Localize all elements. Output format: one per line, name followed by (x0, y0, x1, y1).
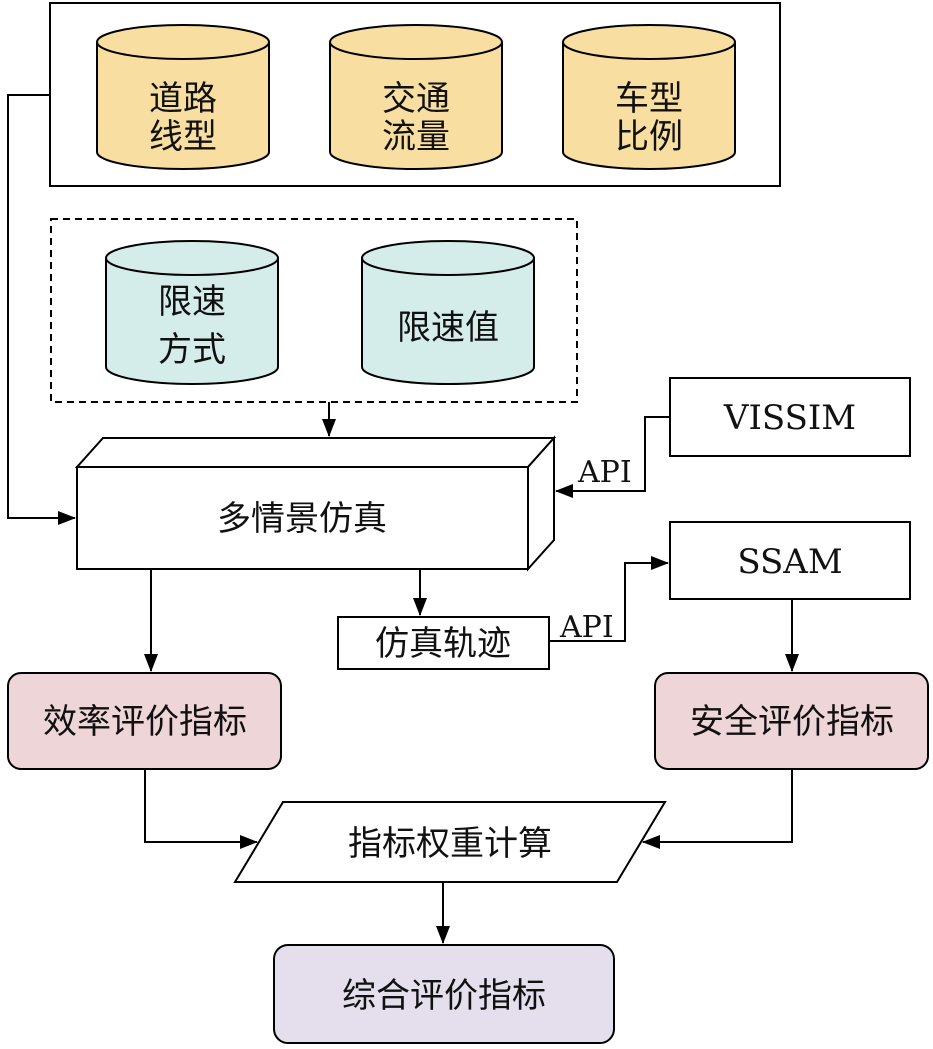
simulation-box-front-face (76, 466, 529, 570)
cylinder-vehicle-ratio-line1: 车型 (615, 79, 683, 119)
cylinder-speed-limit-mode: 限速 方式 (105, 240, 279, 385)
cylinder-traffic-volume-line2: 流量 (382, 117, 450, 157)
speed-limit-group: 限速 方式 限速值 (50, 218, 578, 403)
cylinder-speed-limit-mode-line2: 方式 (158, 330, 226, 370)
cylinder-road-alignment-line2: 线型 (149, 117, 217, 157)
api-label-ssam: API (559, 610, 614, 645)
cylinder-road-alignment-line1: 道路 (149, 79, 217, 119)
weighting-box: 指标权重计算 (233, 801, 667, 883)
cylinder-traffic-volume-line1: 交通 (382, 79, 450, 119)
cylinder-vehicle-ratio-line2: 比例 (615, 117, 683, 157)
arrow-trajectory-to-ssam (549, 556, 669, 642)
cylinder-speed-limit-value: 限速值 (361, 240, 535, 385)
weighting-label: 指标权重计算 (348, 824, 552, 864)
cylinder-traffic-volume: 交通 流量 (329, 24, 503, 170)
input-data-group: 道路 线型 交通 流量 车型 比例 (49, 2, 781, 187)
simulation-label: 多情景仿真 (217, 499, 387, 539)
efficiency-box: 效率评价指标 (7, 672, 282, 770)
connectors (7, 94, 799, 944)
trajectory-label: 仿真轨迹 (375, 624, 511, 664)
simulation-box: 多情景仿真 (74, 435, 557, 572)
ssam-box: SSAM (669, 521, 911, 600)
efficiency-label: 效率评价指标 (43, 702, 247, 742)
arrow-vissim-to-simulation (555, 416, 670, 498)
comprehensive-box: 综合评价指标 (273, 944, 615, 1044)
cylinder-road-alignment: 道路 线型 (96, 24, 270, 170)
arrow-safety-to-weighting (642, 769, 793, 849)
safety-box: 安全评价指标 (654, 672, 929, 770)
api-label-vissim: API (577, 455, 632, 490)
arrow-efficiency-to-weighting (144, 769, 258, 849)
ssam-label: SSAM (737, 542, 842, 582)
trajectory-box: 仿真轨迹 (337, 616, 550, 670)
cylinder-speed-limit-mode-line1: 限速 (158, 282, 226, 322)
cylinder-speed-limit-value-label: 限速值 (397, 308, 499, 348)
vissim-label: VISSIM (723, 398, 856, 438)
vissim-box: VISSIM (669, 377, 911, 457)
cylinder-vehicle-ratio: 车型 比例 (562, 24, 736, 170)
comprehensive-label: 综合评价指标 (342, 976, 546, 1016)
simulation-box-top-face (74, 437, 557, 468)
safety-label: 安全评价指标 (690, 702, 894, 742)
arrow-inputs-to-simulation (7, 94, 76, 525)
